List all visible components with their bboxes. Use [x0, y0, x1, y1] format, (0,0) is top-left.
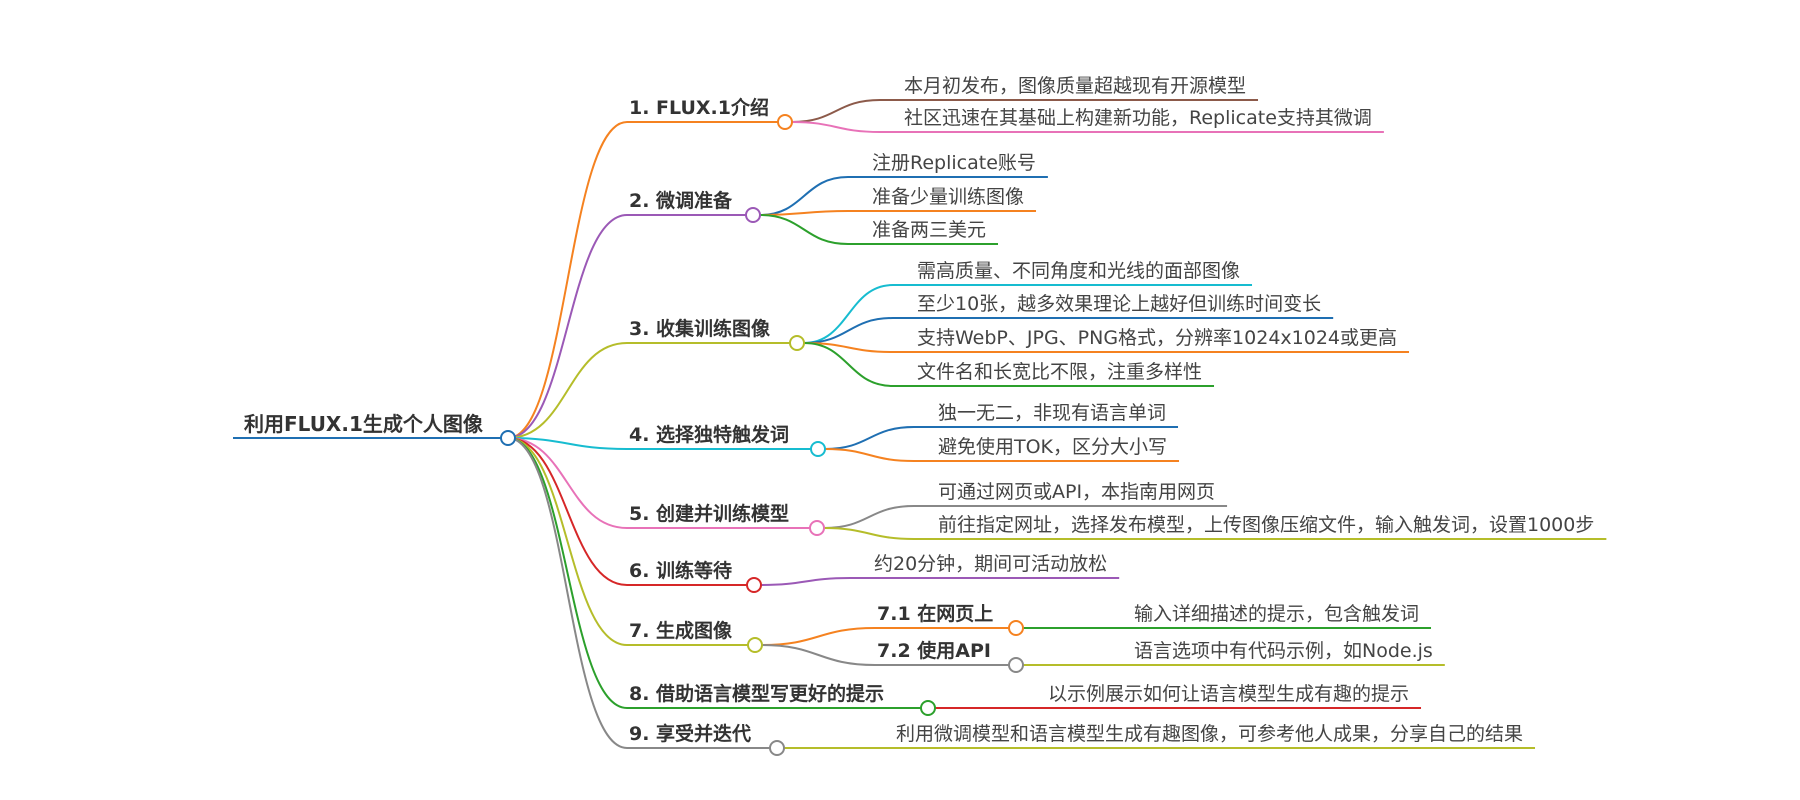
root-to-branch-4-edge	[507, 437, 628, 450]
branch-5-leaf-1-label[interactable]: 可通过网页或API，本指南用网页	[938, 481, 1215, 503]
sub-7-1-leaf-label[interactable]: 输入详细描述的提示，包含触发词	[1134, 603, 1419, 625]
branch-3-leaf-2-edge	[803, 317, 894, 344]
sub-7-1-label[interactable]: 7.1 在网页上	[877, 602, 993, 625]
branch-9-leaf-1-label[interactable]: 利用微调模型和语言模型生成有趣图像，可参考他人成果，分享自己的结果	[896, 723, 1523, 745]
sub-7-2-label[interactable]: 7.2 使用API	[877, 640, 991, 662]
branch-2-label[interactable]: 2. 微调准备	[629, 189, 733, 212]
sub-7-2-node-dot[interactable]	[1008, 657, 1024, 673]
branch-6-leaf-1-edge	[760, 577, 851, 586]
root-to-branch-9-edge	[507, 437, 628, 749]
branch-7-to-sub-1-edge	[761, 627, 876, 646]
branch-4-label[interactable]: 4. 选择独特触发词	[629, 423, 789, 446]
root-to-branch-6-edge	[507, 437, 628, 586]
branch-2-leaf-3-edge	[759, 214, 849, 245]
sub-7-2-leaf-label[interactable]: 语言选项中有代码示例，如Node.js	[1134, 640, 1433, 662]
branch-3-leaf-2-label[interactable]: 至少10张，越多效果理论上越好但训练时间变长	[917, 293, 1321, 315]
branch-1-leaf-2-label[interactable]: 社区迅速在其基础上构建新功能，Replicate支持其微调	[904, 107, 1372, 129]
root-to-branch-7-edge	[507, 437, 628, 646]
labels-layer: 利用FLUX.1生成个人图像 1. FLUX.1介绍 本月初发布，图像质量超越现有…	[244, 75, 1594, 745]
branch-5-leaf-2-edge	[823, 527, 915, 540]
branch-4-leaf-1-label[interactable]: 独一无二，非现有语言单词	[938, 402, 1166, 424]
branch-2-node-dot[interactable]	[745, 207, 761, 223]
branch-7-label[interactable]: 7. 生成图像	[629, 619, 733, 642]
sub-7-1-node-dot[interactable]	[1008, 620, 1024, 636]
branch-1-node-dot[interactable]	[777, 114, 793, 130]
branch-8-node-dot[interactable]	[920, 700, 936, 716]
root-to-branch-2-edge	[507, 214, 628, 439]
branch-4-node-dot[interactable]	[810, 441, 826, 457]
branch-1-leaf-1-label[interactable]: 本月初发布，图像质量超越现有开源模型	[904, 75, 1246, 97]
branch-2-leaf-2-label[interactable]: 准备少量训练图像	[872, 186, 1024, 208]
branch-5-leaf-1-edge	[823, 505, 915, 529]
branch-8-label[interactable]: 8. 借助语言模型写更好的提示	[629, 682, 884, 705]
root-to-branch-8-edge	[507, 437, 628, 709]
branch-5-label[interactable]: 5. 创建并训练模型	[629, 502, 789, 525]
nodes-layer	[500, 114, 1024, 756]
branch-3-node-dot[interactable]	[789, 335, 805, 351]
root-node-dot[interactable]	[500, 430, 516, 446]
branch-3-leaf-4-edge	[803, 342, 894, 387]
branch-3-leaf-4-label[interactable]: 文件名和长宽比不限，注重多样性	[917, 361, 1202, 383]
branch-5-leaf-2-label[interactable]: 前往指定网址，选择发布模型，上传图像压缩文件，输入触发词，设置1000步	[938, 514, 1594, 536]
branch-5-node-dot[interactable]	[809, 520, 825, 536]
branch-8-leaf-1-label[interactable]: 以示例展示如何让语言模型生成有趣的提示	[1048, 683, 1409, 705]
edges-layer	[507, 99, 1024, 750]
branch-9-label[interactable]: 9. 享受并迭代	[629, 722, 751, 745]
branch-4-leaf-1-edge	[824, 426, 915, 450]
root-topic-label[interactable]: 利用FLUX.1生成个人图像	[244, 412, 484, 436]
branch-3-leaf-1-edge	[803, 284, 894, 344]
branch-6-node-dot[interactable]	[746, 577, 762, 593]
root-to-branch-1-edge	[507, 121, 628, 439]
branch-1-leaf-1-edge	[791, 99, 881, 123]
branch-9-node-dot[interactable]	[769, 740, 785, 756]
branch-6-label[interactable]: 6. 训练等待	[629, 559, 732, 582]
root-to-branch-5-edge	[507, 437, 628, 529]
underlines-layer	[233, 99, 1607, 749]
branch-4-leaf-2-edge	[824, 448, 915, 462]
branch-4-leaf-2-label[interactable]: 避免使用TOK，区分大小写	[938, 436, 1167, 458]
branch-2-leaf-3-label[interactable]: 准备两三美元	[872, 219, 986, 241]
branch-7-to-sub-2-edge	[761, 644, 876, 666]
branch-3-leaf-1-label[interactable]: 需高质量、不同角度和光线的面部图像	[917, 260, 1240, 282]
branch-2-leaf-1-edge	[759, 176, 849, 216]
branch-6-leaf-1-label[interactable]: 约20分钟，期间可活动放松	[874, 553, 1107, 575]
root-to-branch-3-edge	[507, 342, 628, 439]
branch-1-label[interactable]: 1. FLUX.1介绍	[629, 96, 769, 119]
branch-3-label[interactable]: 3. 收集训练图像	[629, 317, 771, 340]
branch-7-node-dot[interactable]	[747, 637, 763, 653]
branch-3-leaf-3-label[interactable]: 支持WebP、JPG、PNG格式，分辨率1024x1024或更高	[917, 327, 1397, 349]
branch-2-leaf-1-label[interactable]: 注册Replicate账号	[872, 152, 1036, 174]
branch-1-leaf-2-edge	[791, 121, 881, 133]
